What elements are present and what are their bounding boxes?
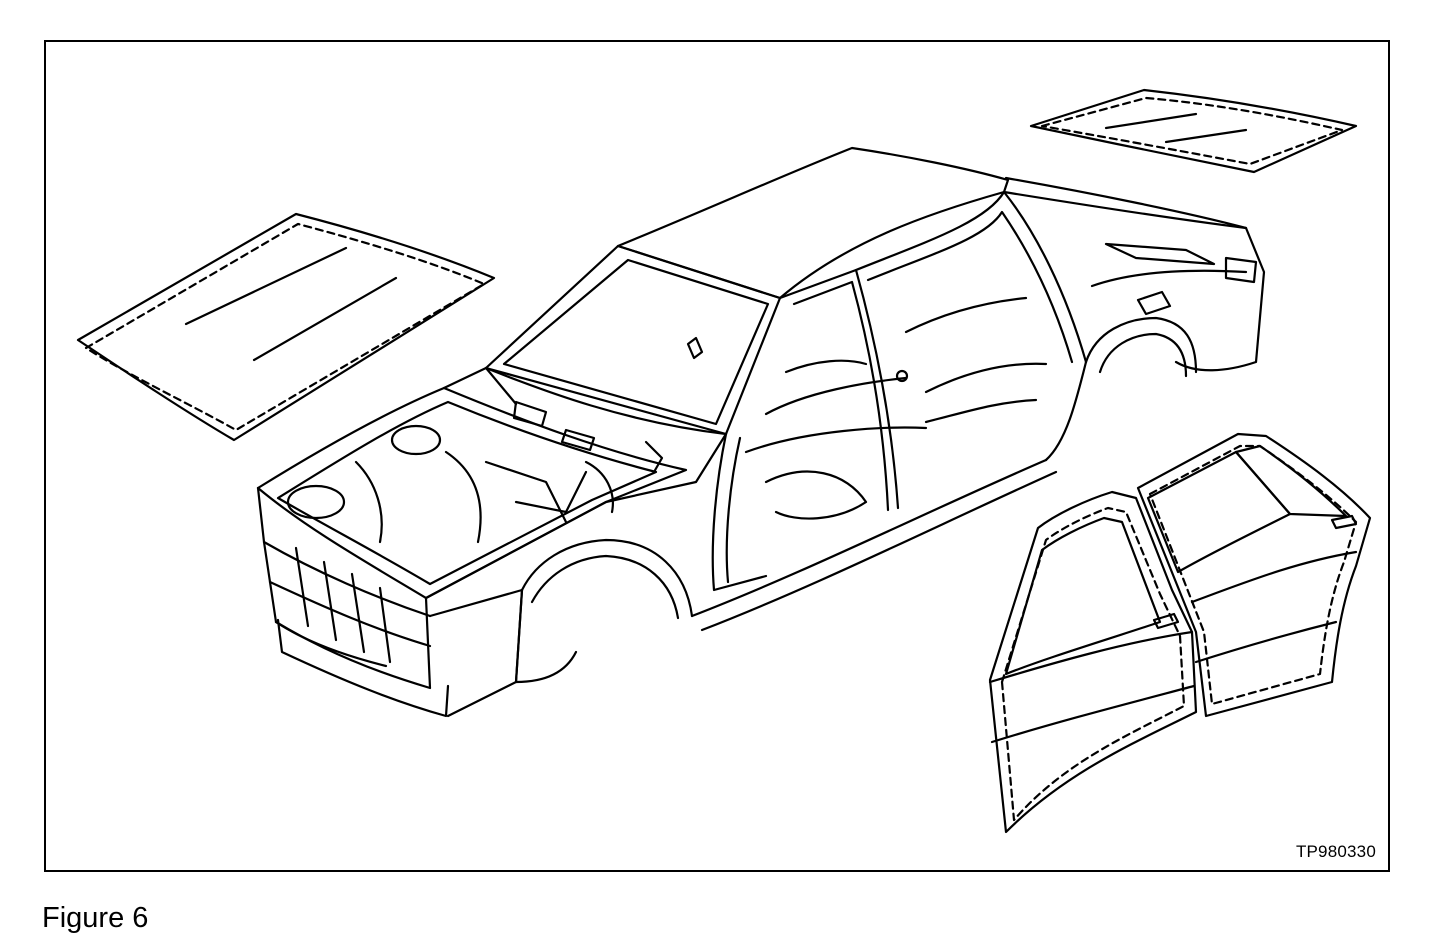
door-panels [988,432,1372,834]
car-body-exploded-diagram [76,88,1372,834]
body-shell [256,146,1266,718]
figure-frame: TP980330 [44,40,1390,872]
figure-caption: Figure 6 [42,902,149,934]
hood-panel [76,212,496,442]
trunk-lid [1029,88,1358,174]
figure-code: TP980330 [1295,842,1376,861]
